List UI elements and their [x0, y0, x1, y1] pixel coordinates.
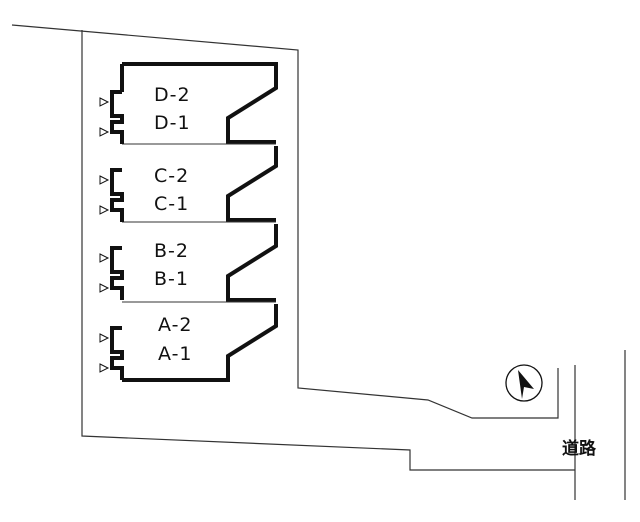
unit-entry-b-door: [110, 246, 124, 300]
unit-dividers: [122, 143, 276, 303]
unit-entry-a-arrow-icon: [99, 363, 110, 373]
lot-boundary-left: [81, 30, 575, 471]
lot-boundary: [11, 24, 559, 419]
unit-entry-c-arrow-icon: [99, 175, 110, 185]
unit-entry-b-arrow-icon: [99, 253, 110, 263]
unit-entry-d-arrow-icon: [99, 97, 110, 107]
unit-label-b1: B-1: [154, 268, 189, 290]
unit-entry-c-door: [110, 168, 124, 222]
unit-entry-a-arrow-icon: [99, 333, 110, 343]
unit-entry-d-door: [110, 90, 124, 144]
unit-label-a1: A-1: [158, 343, 193, 365]
road-label: 道路: [562, 439, 596, 459]
unit-label-d2: D-2: [154, 84, 191, 106]
unit-label-c1: C-1: [154, 193, 190, 215]
unit-label-a2: A-2: [158, 314, 193, 336]
unit-label-d1: D-1: [154, 112, 191, 134]
north-arrow-icon: [505, 364, 543, 402]
unit-entries: [99, 90, 124, 380]
building: [120, 62, 278, 382]
unit-entry-a-door: [110, 326, 124, 380]
unit-entry-d-arrow-icon: [99, 127, 110, 137]
unit-entry-c-arrow-icon: [99, 205, 110, 215]
unit-label-b2: B-2: [154, 240, 189, 262]
unit-label-c2: C-2: [154, 165, 190, 187]
unit-entry-b-arrow-icon: [99, 283, 110, 293]
